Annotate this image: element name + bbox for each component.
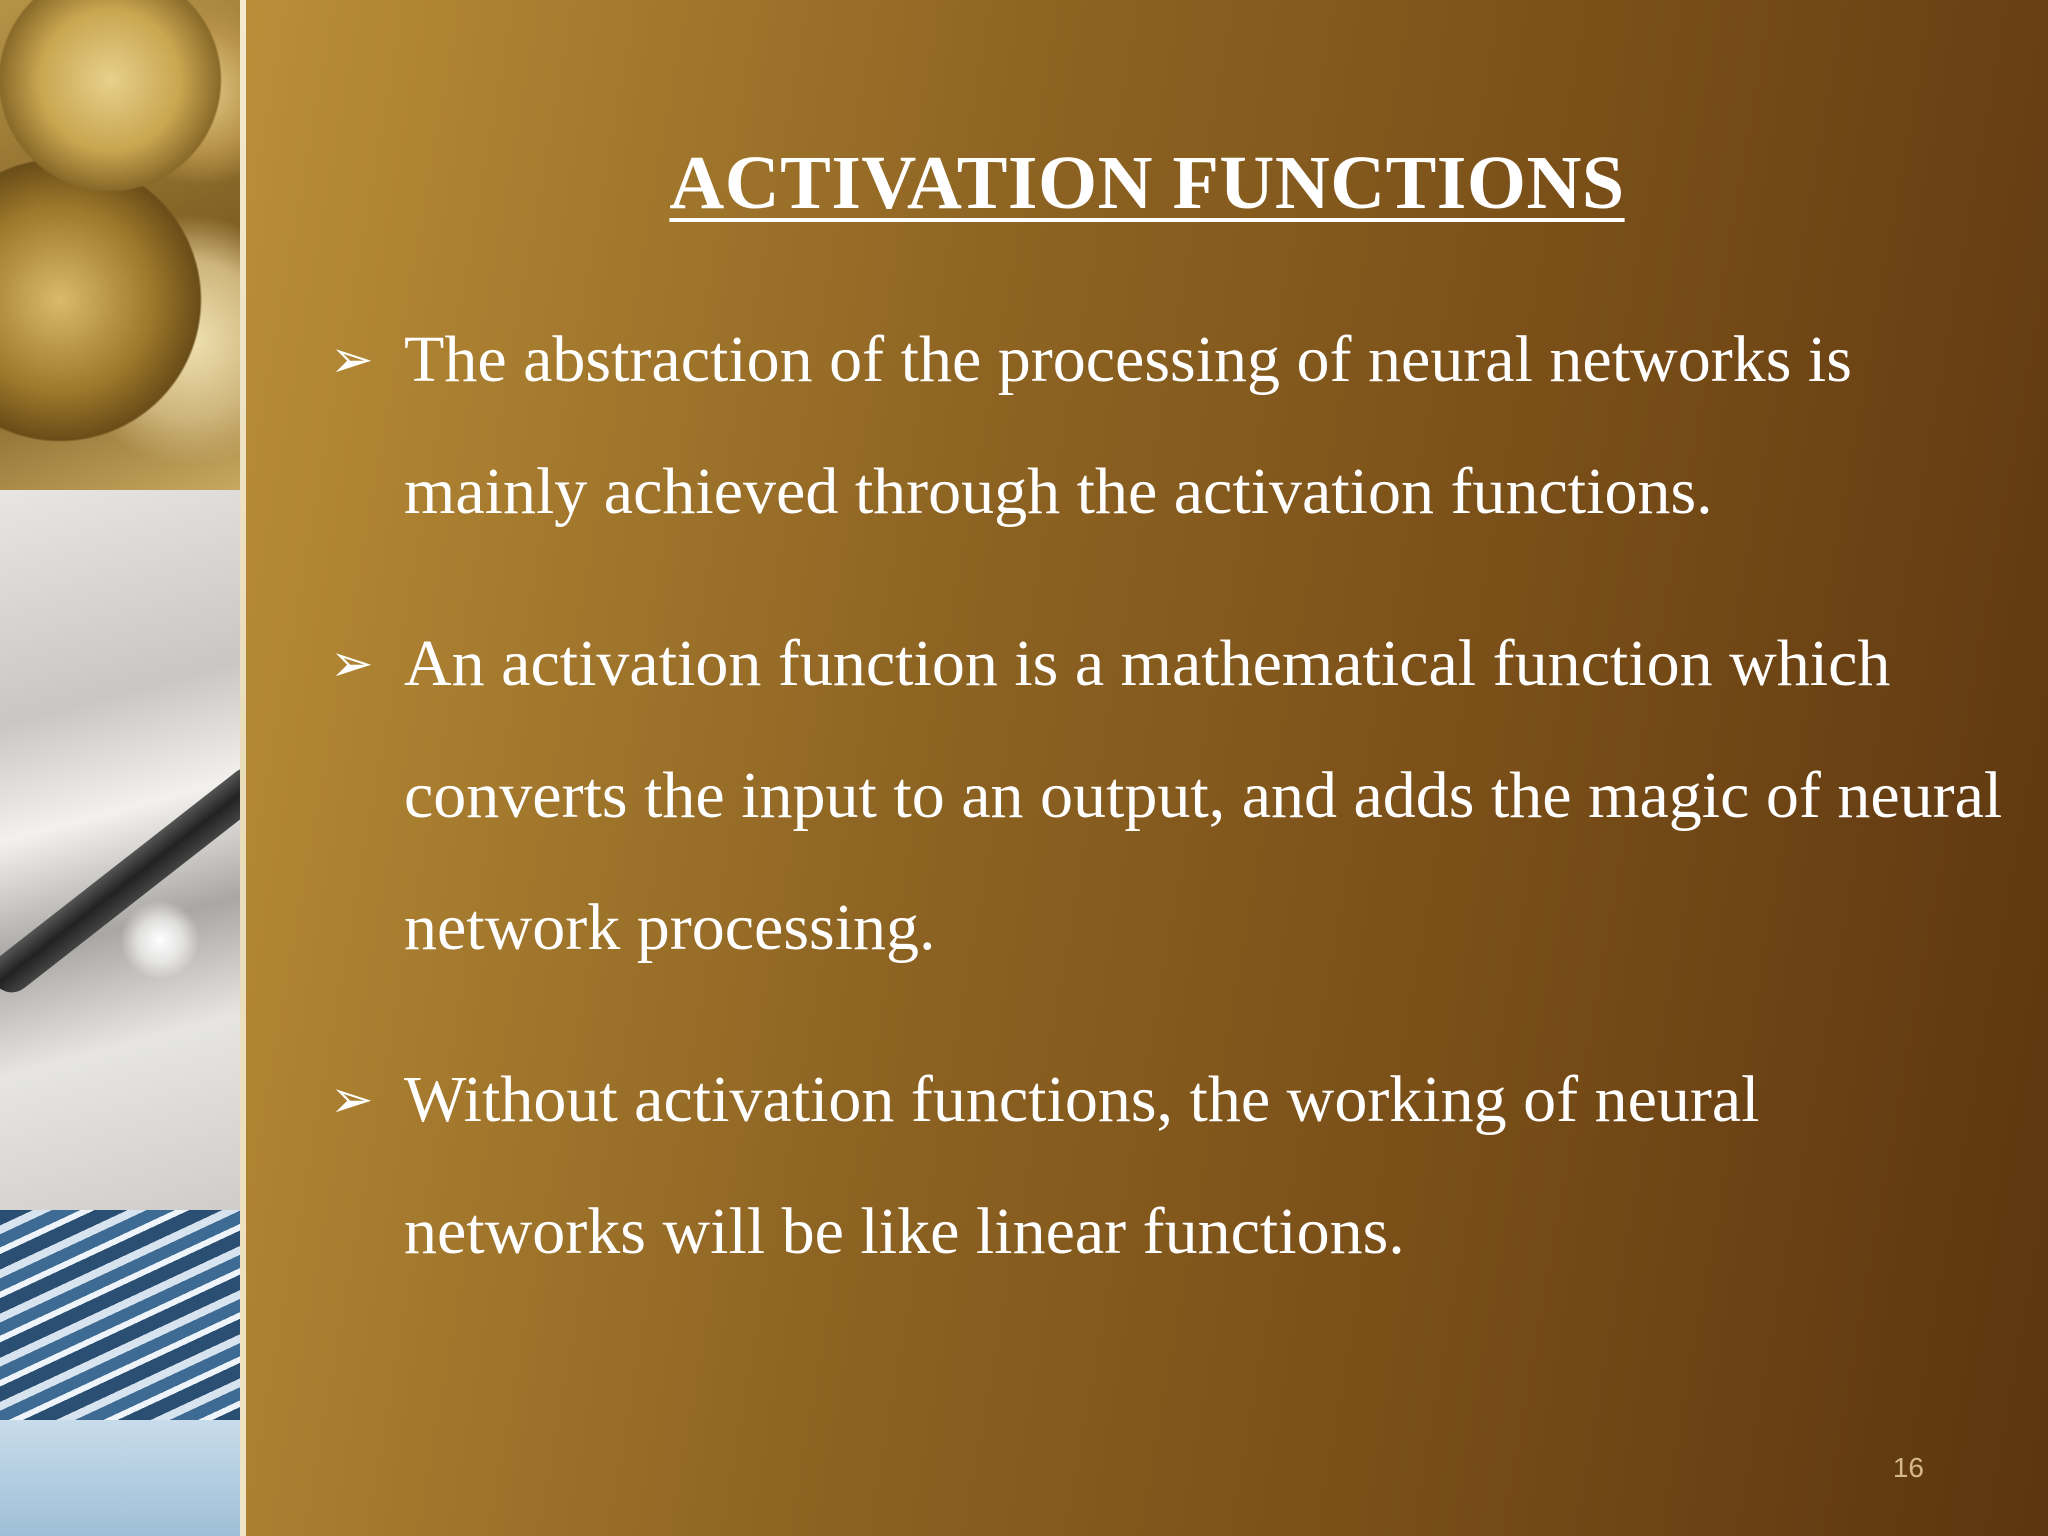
light-glare xyxy=(120,900,200,980)
bullet-item: ➢ An activation function is a mathematic… xyxy=(330,598,2010,994)
bullet-item: ➢ The abstraction of the processing of n… xyxy=(330,294,2010,558)
sidebar-photo-collage xyxy=(0,0,240,1536)
sidebar-divider xyxy=(240,0,246,1536)
arrow-bullet-icon: ➢ xyxy=(330,634,374,694)
bullet-text: An activation function is a mathematical… xyxy=(404,627,2003,964)
bullet-item: ➢ Without activation functions, the work… xyxy=(330,1034,2010,1298)
arrow-bullet-icon: ➢ xyxy=(330,330,374,390)
bullet-text: Without activation functions, the workin… xyxy=(404,1063,1760,1268)
page-number: 16 xyxy=(1892,1452,1924,1483)
building-image xyxy=(0,1210,240,1536)
slide-title: ACTIVATION FUNCTIONS xyxy=(669,141,1625,225)
financial-chart-image xyxy=(0,490,240,1210)
arrow-bullet-icon: ➢ xyxy=(330,1070,374,1130)
bullet-text: The abstraction of the processing of neu… xyxy=(404,323,1852,528)
bullet-list: ➢ The abstraction of the processing of n… xyxy=(330,294,2010,1338)
coins-image xyxy=(0,0,240,490)
